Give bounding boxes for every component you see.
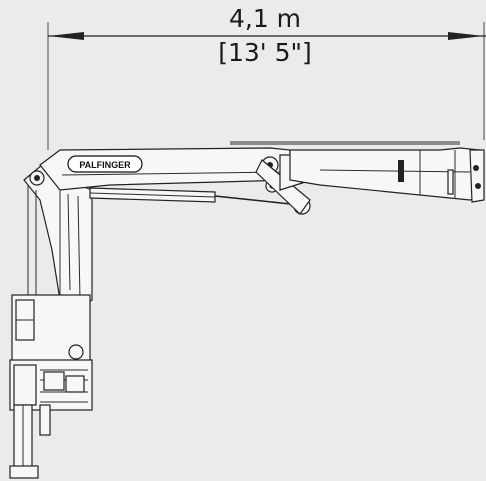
stabilizer-leg [9,404,51,479]
main-boom: PALFINGER [39,147,291,193]
palfinger-logo [67,155,143,173]
dimension-line [47,22,486,150]
dimension-metric: 4,1 m [228,4,302,33]
extension-boom [230,141,485,203]
brand-label: PALFINGER [79,160,131,170]
dimension-imperial: [13' 5"] [218,38,312,67]
crane-base [9,294,93,411]
crane-column [23,159,93,311]
